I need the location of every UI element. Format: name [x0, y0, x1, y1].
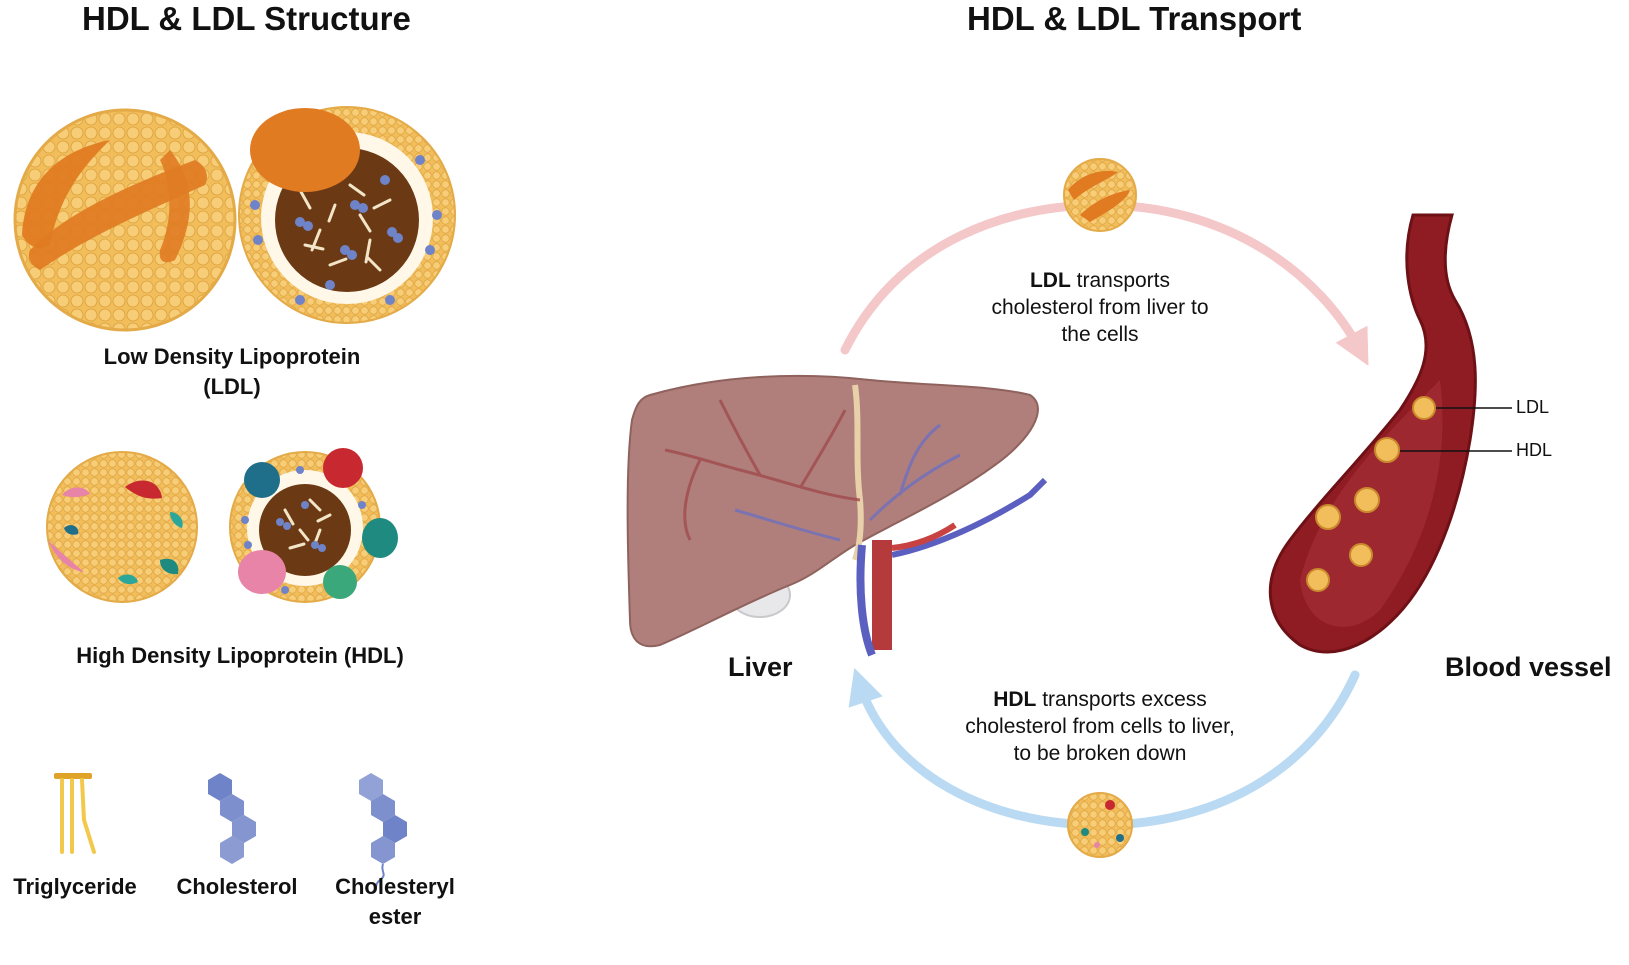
- structure-title: HDL & LDL Structure: [82, 0, 411, 37]
- cholesteryl-ester-icon: [359, 773, 407, 893]
- hdl-cross-section-particle: [229, 448, 398, 603]
- ldl-transport-caption: LDL transports cholesterol from liver to…: [955, 267, 1245, 348]
- vessel-hdl-label: HDL: [1516, 440, 1553, 460]
- triglyceride-icon: [54, 773, 96, 854]
- ldl-caption-bold: LDL: [1029, 269, 1071, 292]
- cholesteryl-ester-line2: ester: [368, 904, 422, 929]
- ldl-label-line1: Low Density Lipoprotein: [103, 344, 361, 369]
- cholesterol-label: Cholesterol: [176, 874, 298, 899]
- hdl-particle-icon: [1067, 792, 1133, 858]
- hdl-caption-text1: transports excess: [1036, 688, 1207, 711]
- ldl-caption-line1: LDL transports: [955, 267, 1245, 294]
- hdl-caption-line1: HDL transports excess: [930, 686, 1270, 713]
- hdl-caption-line2: cholesterol from cells to liver,: [965, 715, 1235, 738]
- liver-label: Liver: [728, 652, 793, 682]
- hdl-label: High Density Lipoprotein (HDL): [76, 643, 404, 668]
- cholesteryl-ester-label: Cholesteryl ester: [320, 872, 470, 932]
- triglyceride-label: Triglyceride: [13, 874, 137, 899]
- blood-vessel-label: Blood vessel: [1445, 652, 1612, 682]
- ldl-particle-icon: [1063, 158, 1137, 232]
- blood-vessel-illustration: [1268, 213, 1512, 654]
- ldl-caption-text1: transports: [1070, 269, 1171, 292]
- ldl-caption-line2: cholesterol from liver to: [991, 296, 1209, 319]
- ldl-label-line2: (LDL): [203, 374, 261, 399]
- liver-illustration: [626, 374, 1048, 657]
- vessel-ldl-label: LDL: [1516, 397, 1550, 417]
- hdl-caption-line3: to be broken down: [1013, 742, 1187, 765]
- vessel-particles: [1306, 396, 1436, 592]
- hdl-exterior-particle: [46, 451, 198, 603]
- hdl-caption-bold: HDL: [993, 688, 1037, 711]
- hdl-transport-caption: HDL transports excess cholesterol from c…: [930, 686, 1270, 767]
- transport-title: HDL & LDL Transport: [967, 0, 1302, 37]
- ldl-exterior-particle: [13, 108, 237, 332]
- cholesteryl-ester-line1: Cholesteryl: [335, 874, 455, 899]
- cholesterol-icon: [208, 773, 256, 864]
- ldl-label: Low Density Lipoprotein (LDL): [62, 342, 402, 402]
- ldl-caption-line3: the cells: [1061, 323, 1139, 346]
- ldl-cross-section-particle: [238, 106, 456, 324]
